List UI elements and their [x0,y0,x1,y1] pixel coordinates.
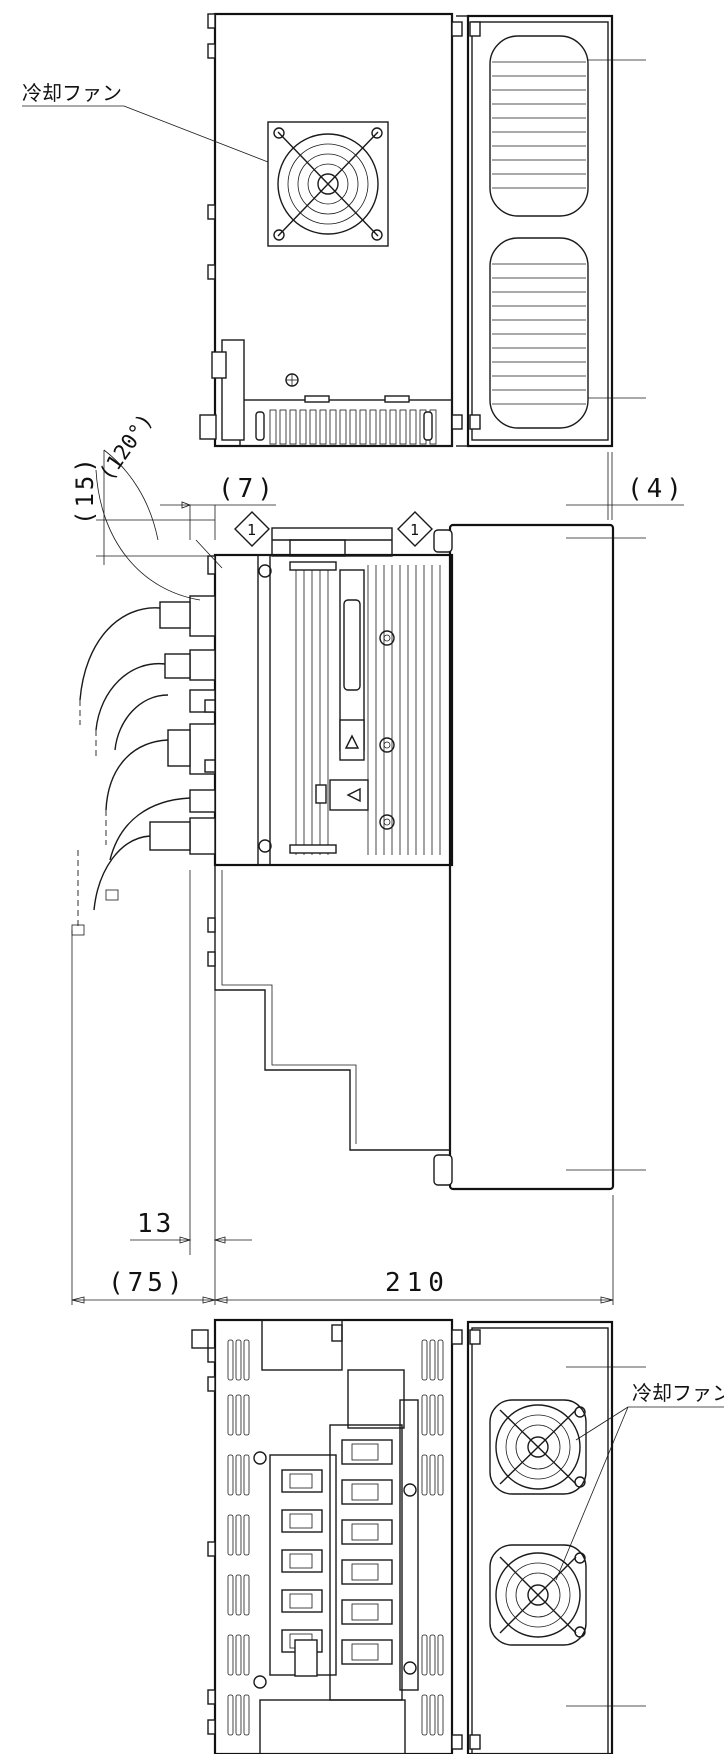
svg-text:1: 1 [410,521,419,539]
note-marker-b: 1 [397,511,433,547]
cooling-fan-label-top: 冷却ファン [22,81,122,105]
terminals-left [281,1469,323,1653]
heatsink-fins [295,565,441,855]
cooling-fan-upper-icon [489,1399,587,1495]
dim-13: 13 [137,1209,174,1239]
dim-7: (7) [218,474,277,504]
cooling-fan-icon [267,121,389,247]
dim-angle: (120°) [94,409,157,485]
dim-15: (15) [71,455,99,525]
cooling-fan-lower-icon [489,1544,587,1646]
top-view: 冷却ファン [22,12,646,448]
vent-slots-upper [492,61,586,189]
cables [71,607,191,936]
bottom-view: 冷却ファン [191,1318,724,1754]
cooling-fan-label-bottom: 冷却ファン [632,1381,724,1405]
dim-75: (75) [108,1268,187,1298]
dim-4: (4) [627,474,686,504]
svg-text:1: 1 [247,521,256,539]
terminal-strip-top [269,409,437,445]
side-connectors [149,595,216,855]
vent-slots-bottom [227,1339,444,1736]
vent-slots-lower [492,263,586,405]
terminals-right [341,1439,393,1665]
side-view: 1 1 [71,449,646,1191]
dim-210: 210 [385,1268,450,1298]
note-marker-a: 1 [234,511,270,547]
dimension-lines: (7) (4) (15) (120°) 13 (75) 210 [71,409,686,1305]
